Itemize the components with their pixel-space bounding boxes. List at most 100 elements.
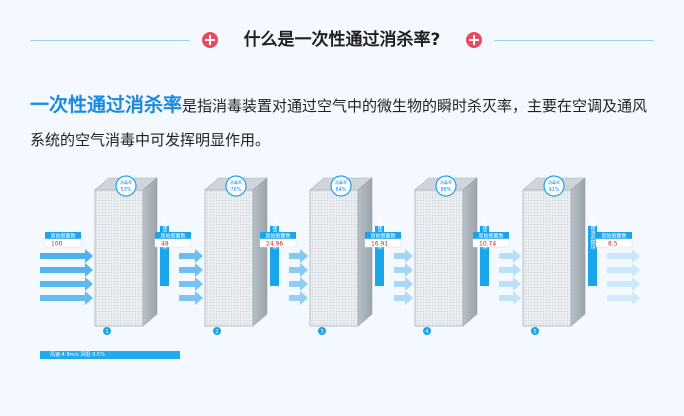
header-divider-left (30, 40, 190, 41)
stage-index-circle-4 (423, 327, 431, 335)
rate-badge-title-1: 消毒率 (120, 179, 132, 185)
airflow-arrow-4-1 (499, 249, 521, 263)
filter-side-5 (570, 177, 586, 327)
filter-side-4 (462, 177, 478, 327)
airflow-arrow-4-2 (499, 263, 521, 277)
intro-highlight: 一次性通过消杀率 (30, 94, 183, 116)
rate-badge-title-5: 消毒率 (548, 179, 560, 185)
rate-badge-value-4: 88% (440, 187, 451, 193)
rate-badge-title-4: 消毒率 (440, 179, 452, 185)
airflow-arrow-3-3 (394, 277, 413, 291)
count-value-bg-1 (44, 238, 82, 248)
count-label-4: 原始细菌数 (370, 233, 395, 240)
airflow-arrow-0-1 (40, 249, 93, 263)
count-value-1: 100 (51, 241, 63, 248)
count-label-3: 原始细菌数 (265, 233, 290, 240)
airflow-arrow-1-3 (179, 277, 203, 291)
section-header: 什么是一次性通过消杀率? (0, 24, 684, 58)
rate-badge-title-2: 消毒率 (230, 179, 242, 185)
count-label-1: 原始细菌数 (50, 233, 75, 240)
count-label-2: 原始细菌数 (160, 233, 185, 240)
rate-badge-2 (225, 175, 247, 197)
rate-badge-value-3: 84% (335, 187, 346, 193)
filter-front-3 (309, 189, 359, 327)
header-divider-right (494, 40, 654, 41)
module-label-bg-1 (160, 226, 169, 286)
rate-badge-value-5: 91% (548, 187, 559, 193)
legend-bar: 风速:4.9m/s 风阻:3-5% (40, 351, 180, 359)
module-label-bg-3 (375, 226, 384, 286)
final-count-label: 原始细菌数 (601, 233, 626, 240)
rate-badge-title-3: 消毒率 (335, 179, 347, 185)
stage-index-circle-2 (213, 327, 221, 335)
count-value-2: 48 (161, 241, 169, 248)
count-label-bg-1 (45, 232, 81, 239)
airflow-arrow-3-2 (394, 263, 413, 277)
count-value-4: 16.91 (371, 241, 388, 248)
stage-index-5: 5 (533, 329, 536, 335)
module-label-bg-5 (588, 226, 597, 286)
filter-front-5 (522, 189, 572, 327)
filter-stages-svg: 消毒率53%光触媒消杀模块1原始细菌数100消毒率76%光触媒消杀模块2原始细菌… (40, 175, 640, 335)
stage-index-circle-5 (531, 327, 539, 335)
count-label-5: 原始细菌数 (478, 233, 503, 240)
final-count-value: 8.5 (608, 241, 618, 248)
filter-side-3 (357, 177, 373, 327)
stage-index-2: 2 (215, 329, 218, 335)
rate-badge-5 (543, 175, 565, 197)
stage-index-circle-1 (103, 327, 111, 335)
stage-index-3: 3 (320, 329, 323, 335)
module-label-bg-4 (480, 226, 489, 286)
stage-index-circle-3 (318, 327, 326, 335)
airflow-arrow-5-4 (607, 291, 640, 305)
module-label-5: 光触媒消杀模块 (590, 214, 596, 251)
airflow-arrow-4-3 (499, 277, 521, 291)
filter-front-1 (94, 189, 144, 327)
airflow-arrow-5-2 (607, 263, 640, 277)
intro-paragraph: 一次性通过消杀率是指消毒装置对通过空气中的微生物的瞬时杀灭率，主要在空调及通风系… (30, 88, 660, 157)
rate-badge-value-1: 53% (120, 187, 131, 193)
module-label-bg-2 (270, 226, 279, 286)
plus-icon (466, 32, 482, 48)
count-value-bg-2 (154, 238, 192, 248)
airflow-arrow-0-3 (40, 277, 93, 291)
rate-badge-4 (435, 175, 457, 197)
airflow-arrow-3-4 (394, 291, 413, 305)
final-count-value-bg (595, 238, 633, 248)
airflow-arrow-5-3 (607, 277, 640, 291)
count-label-bg-2 (155, 232, 191, 239)
count-value-bg-4 (364, 238, 402, 248)
airflow-arrow-2-3 (289, 277, 308, 291)
rate-badge-value-2: 76% (230, 187, 241, 193)
rate-badge-1 (115, 175, 137, 197)
airflow-arrow-4-4 (499, 291, 521, 305)
plus-icon (202, 32, 218, 48)
count-value-bg-3 (259, 238, 297, 248)
filter-front-2 (204, 189, 254, 327)
filtration-diagram: 消毒率53%光触媒消杀模块1原始细菌数100消毒率76%光触媒消杀模块2原始细菌… (0, 170, 684, 370)
rate-badge-3 (330, 175, 352, 197)
filter-side-2 (252, 177, 268, 327)
stage-index-1: 1 (105, 329, 108, 335)
count-value-5: 10.74 (479, 241, 496, 248)
airflow-arrow-1-4 (179, 291, 203, 305)
intro-body: 是指消毒装置对通过空气中的微生物的瞬时杀灭率，主要在空调及通风系统的空气消毒中可… (30, 97, 648, 149)
final-count-label-bg (596, 232, 632, 239)
count-label-bg-4 (365, 232, 401, 239)
count-label-bg-5 (473, 232, 509, 239)
count-label-bg-3 (260, 232, 296, 239)
airflow-arrow-1-1 (179, 249, 203, 263)
section-title: 什么是一次性通过消杀率? (243, 30, 441, 50)
airflow-arrow-5-1 (607, 249, 640, 263)
count-value-3: 24.96 (266, 241, 283, 248)
airflow-arrow-2-2 (289, 263, 308, 277)
airflow-arrow-3-1 (394, 249, 413, 263)
airflow-arrow-0-2 (40, 263, 93, 277)
count-value-bg-5 (472, 238, 510, 248)
filter-side-1 (142, 177, 158, 327)
airflow-arrow-0-4 (40, 291, 93, 305)
airflow-arrow-1-2 (179, 263, 203, 277)
airflow-arrow-2-1 (289, 249, 308, 263)
filter-front-4 (414, 189, 464, 327)
